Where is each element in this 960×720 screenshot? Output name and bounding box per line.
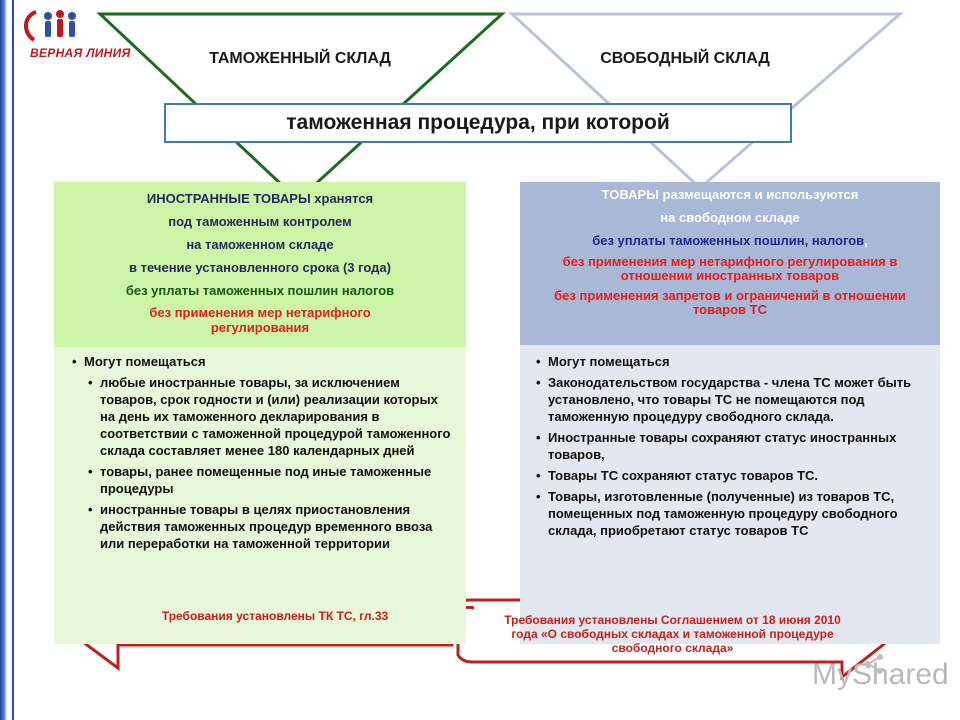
free-warehouse-conditions: Могут помещаться Законодательством госуд… [520,345,940,644]
left-sub-item: иностранные товары в целях приостановлен… [88,501,454,552]
free-warehouse-title: СВОБОДНЫЙ СКЛАД [600,50,770,67]
logo: ВЕРНАЯ ЛИНИЯ [18,6,131,68]
free-warehouse-triangle [508,12,905,191]
right-line-3-wrap: без уплаты таможенных пошлин, налогов, [528,232,932,249]
logo-text: ВЕРНАЯ ЛИНИЯ [30,46,131,60]
customs-warehouse-title: ТАМОЖЕННЫЙ СКЛАД [209,50,391,67]
right-line-3-comma: , [864,233,868,248]
left-edge-stripe [0,0,7,720]
customs-warehouse-conditions: Могут помещаться любые иностранные товар… [54,347,466,644]
right-line-2: на свободном складе [660,210,800,225]
left-line-2: под таможенным контролем [168,214,352,229]
right-bullet-item: Могут помещаться [536,353,928,370]
share-icon [865,654,883,674]
left-bullet-main-text: Могут помещаться [84,354,206,369]
left-sub-item: любые иностранные товары, за исключением… [88,374,454,459]
right-arrow-caption: Требования установлены Соглашением от 18… [504,613,841,655]
left-line-5: без уплаты таможенных пошлин налогов [125,283,395,298]
left-line-3: на таможенном складе [186,237,334,252]
right-line-3: без уплаты таможенных пошлин, налогов [592,233,865,248]
right-line-5: без применения запретов и ограничений в … [554,288,906,317]
right-bullet-item: Законодательством государства - члена ТС… [536,374,928,425]
right-line-1: ТОВАРЫ размещаются и используются [601,187,859,202]
right-bullet-item: Товары ТС сохраняют статус товаров ТС. [536,467,928,484]
right-bullet-list: Могут помещаться Законодательством госуд… [524,353,928,539]
free-warehouse-definition: ТОВАРЫ размещаются и используются на сво… [520,182,940,345]
left-bullet-list: Могут помещаться любые иностранные товар… [60,353,454,552]
customs-warehouse-definition: ИНОСТРАННЫЕ ТОВАРЫ хранятся под таможенн… [54,182,466,347]
watermark-text: MyShared [812,658,949,691]
left-sub-list: любые иностранные товары, за исключением… [84,374,454,552]
right-bullet-item: Иностранные товары сохраняют статус инос… [536,429,928,463]
left-line-4: в течение установленного срока (3 года) [129,260,391,275]
right-bullet-item: Товары, изготовленные (полученные) из то… [536,488,928,539]
left-sub-item: товары, ранее помещенные под иные таможе… [88,463,454,497]
left-bullet-main: Могут помещаться любые иностранные товар… [72,353,454,552]
right-line-4: без применения мер нетарифного регулиров… [562,254,898,283]
left-line-6: без применения мер нетарифного регулиров… [149,305,371,335]
left-arrow-caption: Требования установлены ТК ТС, гл.33 [161,609,389,623]
procedure-banner: таможенная процедура, при которой [164,103,792,143]
left-line-1: ИНОСТРАННЫЕ ТОВАРЫ хранятся [146,191,374,206]
logo-icon [24,10,76,42]
left-edge-line [12,0,14,720]
